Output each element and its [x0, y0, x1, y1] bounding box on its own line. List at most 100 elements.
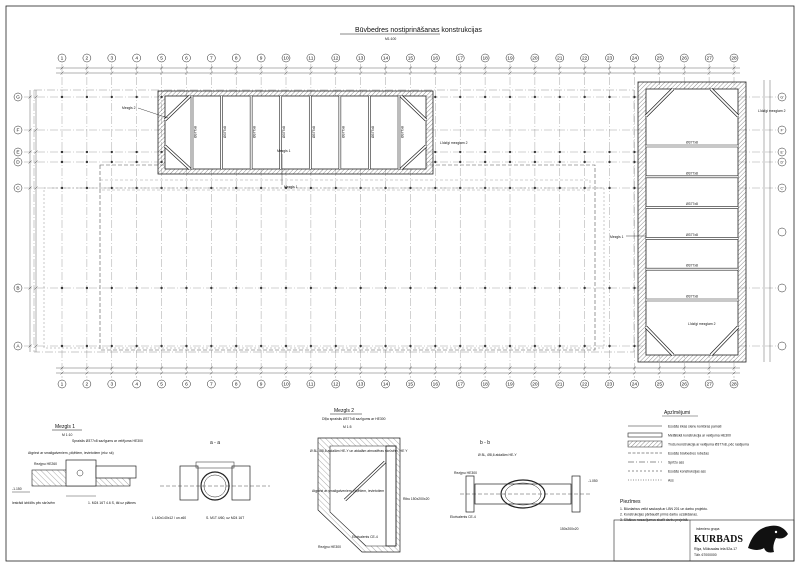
legend-item: Trošu konstrukcija ar velējuma Ø377x8, p…	[627, 440, 749, 448]
axis-bubble-26: 26	[682, 56, 688, 62]
detail-mezgls-1-title: Mezgls 1	[55, 424, 75, 430]
legend-item-label: Esošās ēkas sienu kontūras pamati	[668, 424, 722, 428]
axis-bubble-21: 21	[557, 382, 563, 388]
axis-bubble-14: 14	[383, 56, 389, 62]
legend: Apzīmējumi Esošās ēkas sienu kontūras pa…	[620, 410, 749, 522]
drawing-title: Būvbedres nostiprināšanas konstrukcijas	[355, 27, 482, 34]
company-line: inženieru grupa	[696, 527, 719, 531]
axis-letter-C: C	[16, 186, 20, 192]
axis-bubble-8: 8	[235, 56, 238, 62]
axis-bubble-2: 2	[86, 382, 89, 388]
callout-liduzi-right-top: Līdzīgi mezglam 2	[758, 109, 786, 113]
axis-bubble-1: 1	[61, 382, 64, 388]
axis-bubble-27: 27	[706, 382, 712, 388]
detail-mezgls-1: Mezgls 1 M 1:10 Spraislis Ø377x8 sazīgum…	[12, 424, 143, 505]
detail-mezgls-2-scale: M 1:5	[343, 425, 352, 429]
axis-bubble-6: 6	[185, 56, 188, 62]
section-bb-note4: 150x200x20	[560, 527, 579, 531]
axis-bubble-11: 11	[308, 56, 313, 62]
axis-bubble-2: 2	[86, 56, 89, 62]
legend-item: Sprīžu ass	[628, 460, 684, 464]
axis-bubble-13: 13	[358, 56, 364, 62]
legend-item: Esošās konstrukcijas ass	[628, 469, 706, 473]
axis-letter-right-1: F'	[781, 129, 784, 133]
axis-bubble-26: 26	[682, 382, 688, 388]
axis-letter-right-3: D'	[780, 161, 783, 165]
axis-bubble-20: 20	[532, 56, 538, 62]
axis-letter-right-4: C'	[780, 187, 783, 191]
detail-mezgls-1-scale: M 1:10	[62, 433, 72, 437]
right-strut-label: Ø377x8	[686, 141, 698, 145]
left-strut-label: Ø377x8	[401, 126, 405, 138]
legend-item: Esošās būvbedres robežas	[628, 451, 709, 455]
detail-mezgls-2-note5: Rezģņu HE300	[318, 544, 341, 549]
company-logo	[748, 525, 788, 553]
legend-title: Apzīmējumi	[664, 410, 690, 416]
axis-bubble-13: 13	[358, 382, 364, 388]
axis-bubble-18: 18	[482, 56, 488, 62]
axis-bubble-5: 5	[160, 382, 163, 388]
callout-liduzi-right-bot: Līdzīgi mezglam 2	[688, 322, 716, 326]
axis-bubble-7: 7	[210, 382, 213, 388]
left-strut-label: Ø377x8	[253, 126, 257, 138]
legend-item: Ass	[628, 478, 674, 482]
legend-item-label: Esošās konstrukcijas ass	[668, 469, 706, 473]
detail-section-bb: b - b Ø 8L, Ø8,6 atdalām HE-Y Rezģņu HE3…	[450, 440, 598, 531]
section-bb-level: -1.050	[588, 479, 598, 483]
callout-mezgls-1-bottom: Mezgls 1	[284, 185, 298, 189]
detail-mezgls-1-note2: Atgriezi ar smailgalveniem, piķētiem, ie…	[28, 451, 114, 455]
axis-bubble-4: 4	[135, 382, 138, 388]
axis-bubble-1: 1	[61, 56, 64, 62]
axis-bubble-19: 19	[507, 56, 513, 62]
note-line: 1. Būvdarbus veikt saskaņā ar LBN 201 un…	[620, 507, 708, 511]
axis-bubble-3: 3	[110, 382, 113, 388]
axis-bubble-16: 16	[433, 56, 439, 62]
detail-mezgls-2-title: Mezgls 2	[334, 408, 354, 414]
section-bb-title: b - b	[480, 440, 490, 446]
axis-bubble-17: 17	[458, 382, 464, 388]
legend-item-label: Metāliskā konstrukcija ar velējuma HE300	[668, 433, 731, 437]
axis-bubble-20: 20	[532, 382, 538, 388]
left-strut-label: Ø377x8	[223, 126, 227, 138]
axis-bubble-19: 19	[507, 382, 513, 388]
detail-mezgls-1-note3: Rezģņu HE260	[34, 461, 57, 466]
axis-bubble-6: 6	[185, 382, 188, 388]
axis-bubble-4: 4	[135, 56, 138, 62]
axis-bubble-23: 23	[607, 56, 613, 62]
right-strut-label: Ø377x8	[686, 233, 698, 237]
sheet-border	[5, 5, 795, 562]
section-aa-plate: L 140x140x12 / un.x60	[152, 516, 186, 520]
detail-mezgls-2-note1: Ø 8L, Ø8,6 atdalām HE-Y un atdalām atmos…	[310, 449, 408, 453]
axis-bubble-24: 24	[632, 382, 638, 388]
section-bb-note3: Ekvivalents CE-4	[450, 515, 476, 519]
dimension-chains	[28, 66, 771, 375]
axis-bubble-22: 22	[582, 56, 588, 62]
left-strut-label: Ø377x8	[194, 126, 198, 138]
section-aa-title: a - a	[210, 440, 220, 446]
axis-letter-F: F	[17, 128, 20, 134]
axis-bubble-27: 27	[706, 56, 712, 62]
note-line: 2. Konstrukcijas pārbaudīt pirms darbu u…	[620, 513, 698, 517]
axis-letter-G: G	[16, 95, 20, 101]
left-strut-label: Ø377x8	[282, 126, 286, 138]
legend-item: Esošās ēkas sienu kontūras pamati	[628, 424, 722, 428]
right-strut-label: Ø377x8	[686, 295, 698, 299]
axis-bubble-14: 14	[383, 382, 389, 388]
axis-letter-D: D	[16, 160, 20, 166]
axis-bubble-7: 7	[210, 56, 213, 62]
axis-bubble-10: 10	[283, 56, 289, 62]
notes-title: Piezīmes	[620, 499, 641, 505]
detail-mezgls-1-note5: 1. M24 16T 4.6 S, tāl uz plātnes	[88, 501, 136, 505]
company-phone: Tālr. 67000000	[694, 553, 717, 557]
detail-mezgls-2-note4: Ribu 150x200x20	[403, 497, 430, 501]
callout-mezgls-2: Mezgls 2	[122, 106, 136, 110]
axis-bubble-10: 10	[283, 382, 289, 388]
section-aa-note: S. M1T 4/60, uz M24 16T	[206, 516, 244, 520]
company-address: Rīga, Mūkusalas iela 52a-17	[694, 547, 737, 551]
right-strut-label: Ø377x8	[686, 264, 698, 268]
axis-bubble-12: 12	[333, 382, 339, 388]
drawing-scale: M1:100	[385, 37, 396, 41]
